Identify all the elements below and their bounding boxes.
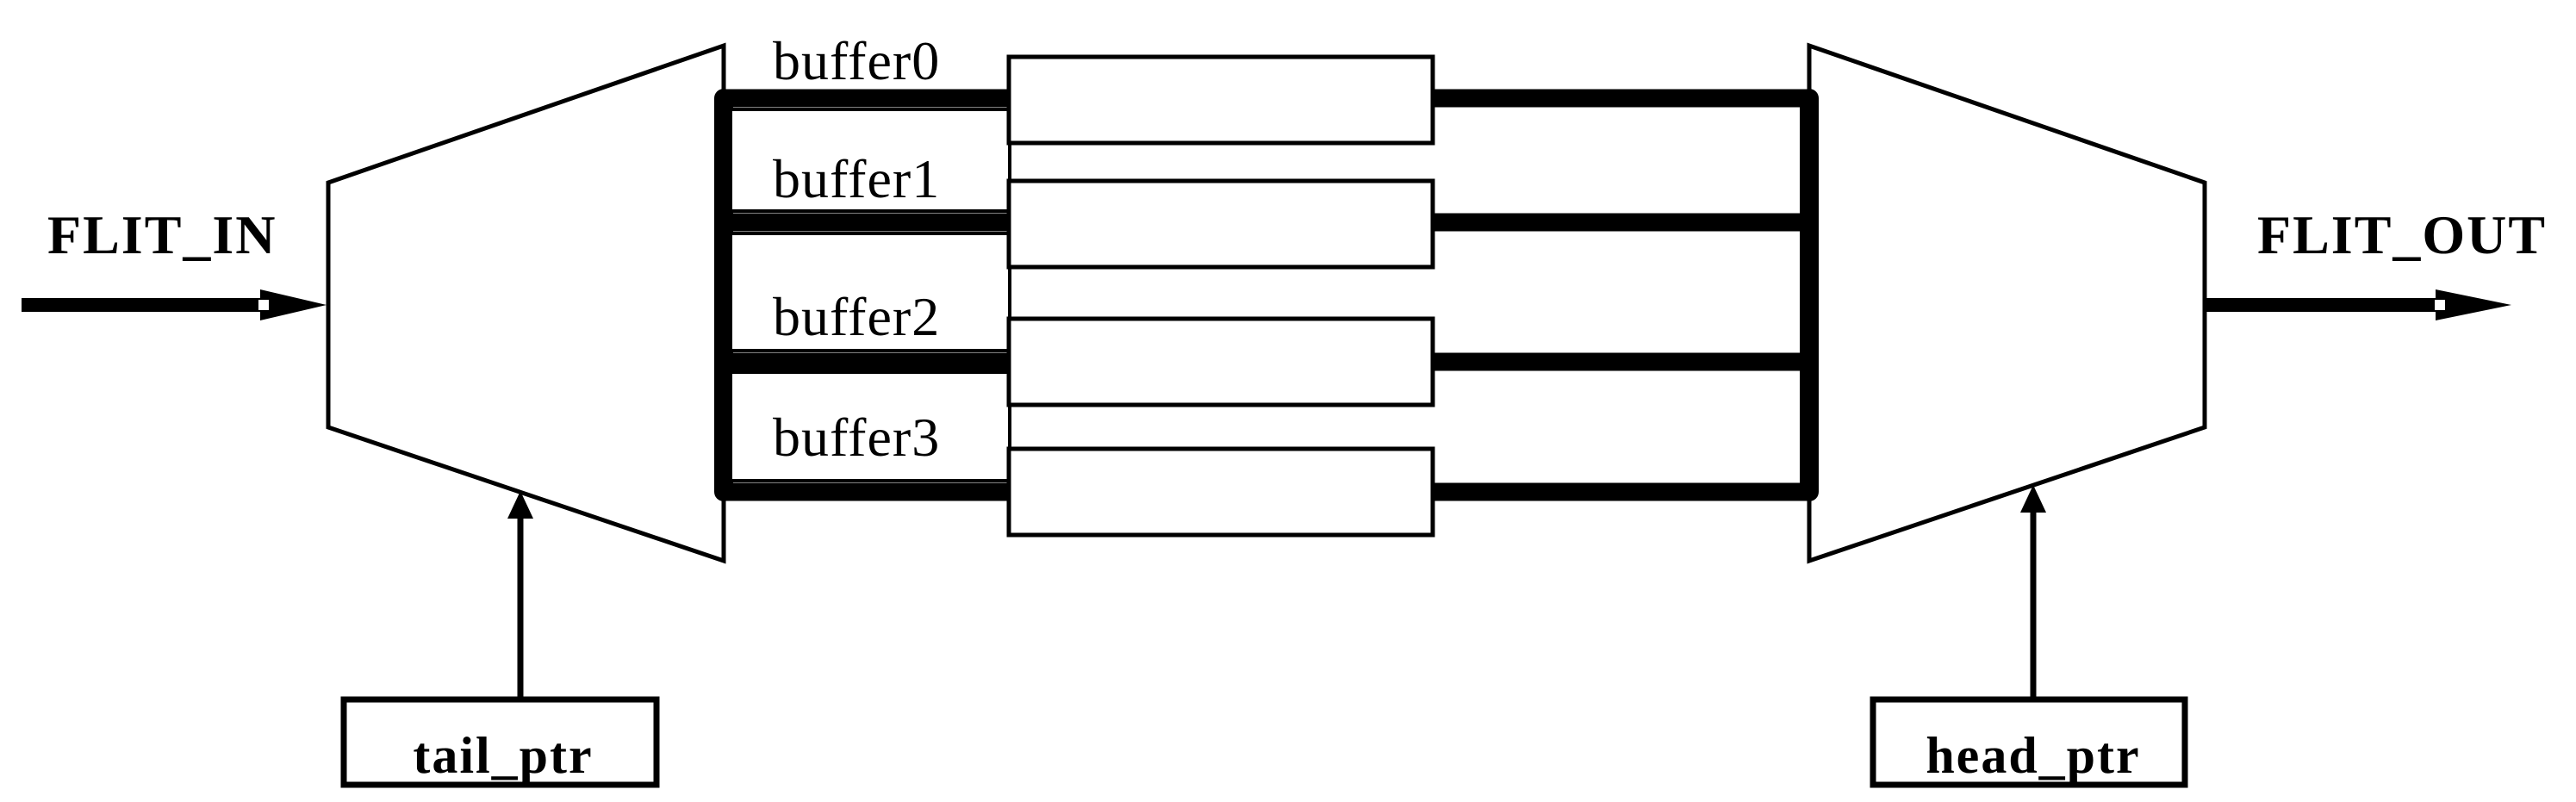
- buffer3-label: buffer3: [773, 407, 940, 468]
- buffer3-row-box: [729, 370, 1011, 482]
- buffer3-register-rect: [1006, 446, 1435, 538]
- tail-ptr-box: [340, 696, 660, 788]
- tail-ptr-label: tail_ptr: [413, 727, 593, 784]
- tail-ptr-arrowhead: [507, 491, 533, 519]
- buffer1-row-box: [729, 108, 1011, 213]
- flit-in-arrowhead: [260, 289, 327, 320]
- output-mux-trapezoid: [1807, 42, 2207, 564]
- head-ptr-arrowhead: [2020, 485, 2046, 513]
- head-pointer: head_ptr: [1870, 485, 2188, 788]
- buffer0-label: buffer0: [773, 30, 940, 91]
- buffer2-row-box: [729, 232, 1011, 352]
- head-ptr-label: head_ptr: [1926, 727, 2140, 784]
- flit-out-arrow: [2205, 289, 2511, 320]
- flit-in-arrowhead-notch: [258, 300, 269, 310]
- flit-out-arrowhead: [2436, 289, 2511, 320]
- flit-out-arrowhead-notch: [2435, 300, 2445, 310]
- flit-out-label: FLIT_OUT: [2257, 204, 2547, 265]
- buffer0-register-rect: [1006, 54, 1435, 146]
- buffer1-label: buffer1: [773, 148, 940, 209]
- buffer2-register-rect: [1006, 316, 1435, 407]
- tail-pointer: tail_ptr: [340, 491, 660, 788]
- buffer2-label: buffer2: [773, 286, 940, 347]
- flit-in-arrow: [22, 289, 327, 320]
- input-demux-trapezoid: [326, 42, 726, 564]
- flit-in-label: FLIT_IN: [47, 204, 277, 265]
- buffer1-register-rect: [1006, 178, 1435, 270]
- head-ptr-box: [1870, 696, 2188, 788]
